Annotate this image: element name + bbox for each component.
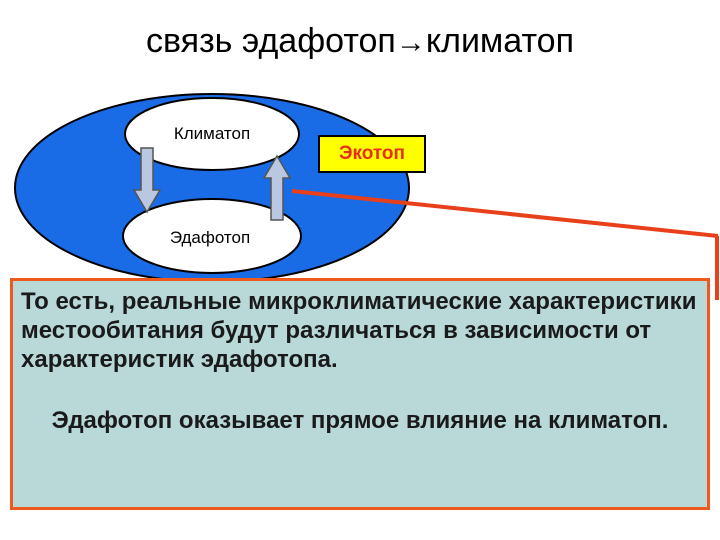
title-prefix: связь эдафотоп xyxy=(146,22,396,60)
ecotope-box: Экотоп xyxy=(318,135,426,173)
arrow-down-icon xyxy=(132,147,162,214)
climatope-ellipse xyxy=(124,97,300,171)
title-arrow: → xyxy=(395,26,426,59)
connector-line xyxy=(291,189,719,238)
climatope-label: Климатоп xyxy=(173,124,251,143)
explanation-paragraph-1: То есть, реальные микроклиматические хар… xyxy=(21,288,697,373)
title-suffix: климатоп xyxy=(425,22,574,60)
edaphotope-label: Эдафотоп xyxy=(169,228,251,247)
edaphotope-ellipse xyxy=(122,198,302,274)
ecotope-label: Экотоп xyxy=(338,143,406,164)
slide-title: связь эдафотоп→климатоп xyxy=(0,22,720,61)
explanation-paragraph-2: Эдафотоп оказывает прямое влияние на кли… xyxy=(51,407,669,434)
arrow-up-icon xyxy=(262,154,292,221)
explanation-box: То есть, реальные микроклиматические хар… xyxy=(10,278,710,510)
